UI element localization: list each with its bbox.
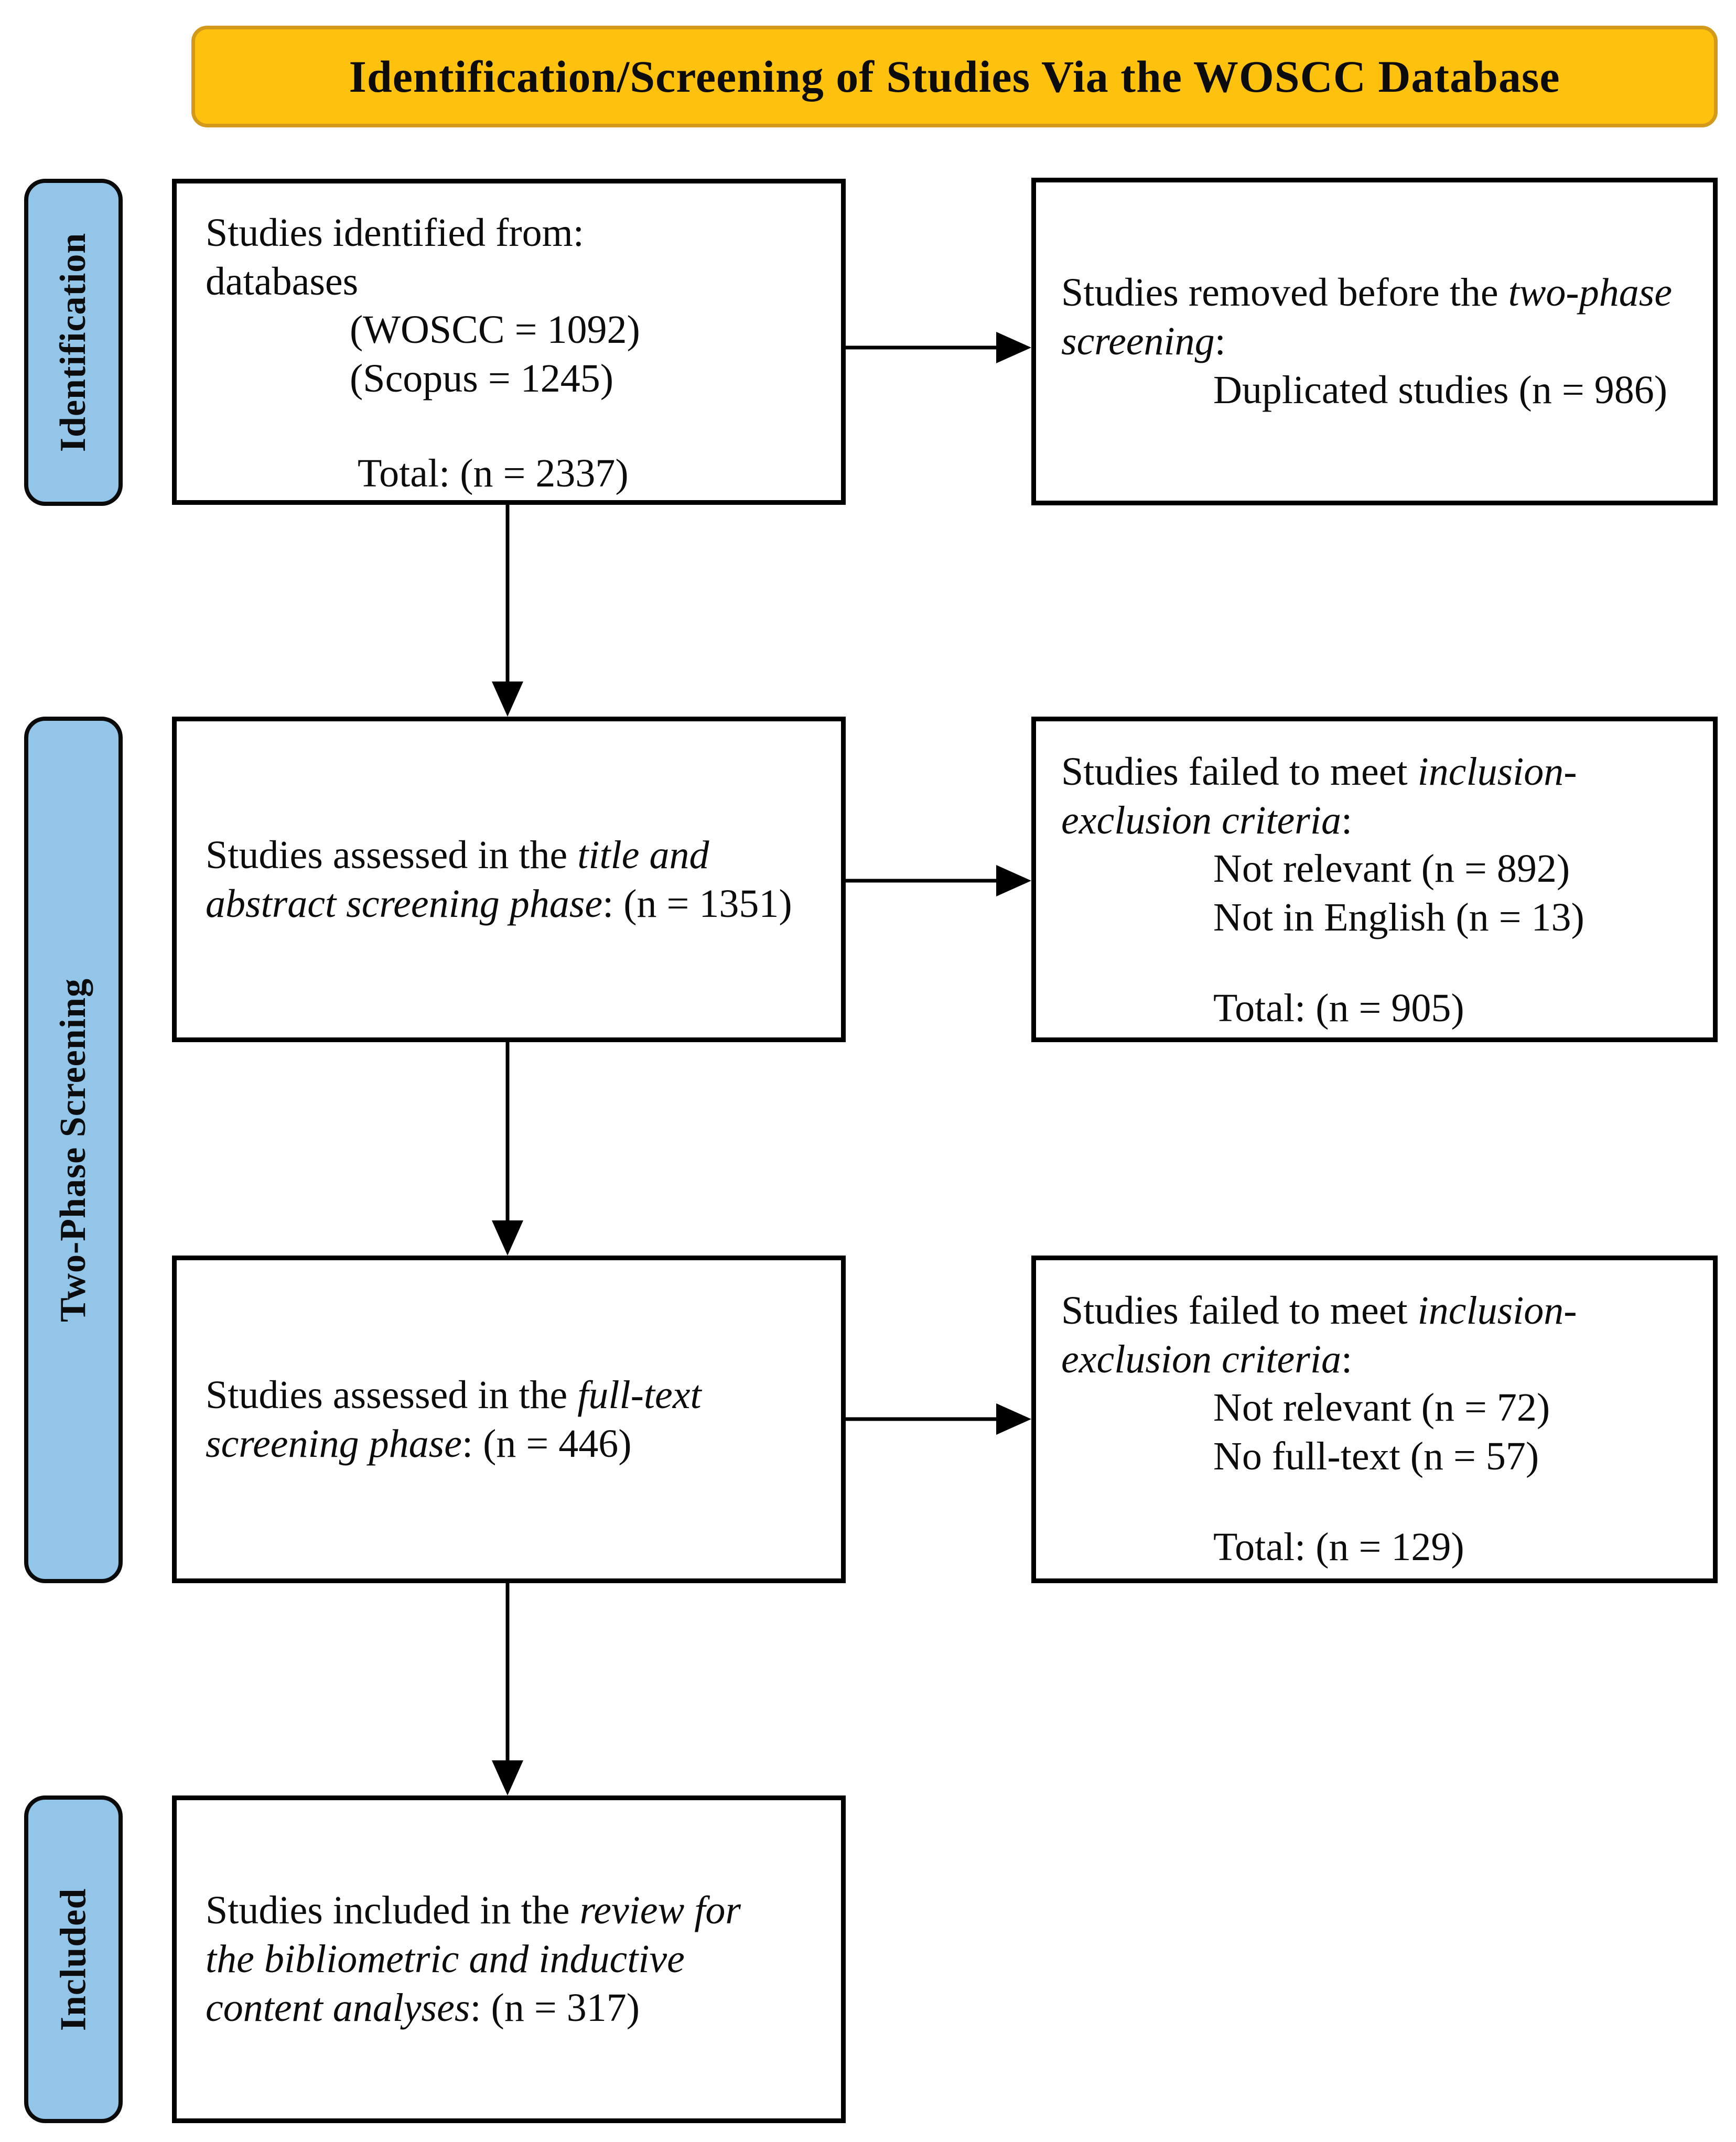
arrow-fulltext-to-included bbox=[492, 1583, 523, 1795]
identified-scopus-count: (Scopus = 1245) bbox=[350, 356, 614, 401]
failed-screening-heading: Studies failed to meet inclusion-exclusi… bbox=[1061, 748, 1692, 845]
fulltext-tail: : (n = 446) bbox=[461, 1421, 632, 1466]
removed-heading: Studies removed before the two-phase scr… bbox=[1061, 268, 1692, 365]
included-text: Studies included in the review for the b… bbox=[206, 1886, 791, 2032]
failed-fulltext-not-relevant: Not relevant (n = 72) bbox=[1213, 1386, 1550, 1430]
included-emphasis: review for the bibliometric and inductiv… bbox=[206, 1888, 741, 2030]
failed-screening-total: Total: (n = 905) bbox=[1213, 986, 1464, 1030]
box-fulltext-screening: Studies assessed in the full-text screen… bbox=[172, 1256, 846, 1583]
stage-label-identification-text: Identification bbox=[53, 232, 94, 452]
failed-screening-emphasis: inclusion-exclusion criteria bbox=[1061, 750, 1577, 842]
box-studies-identified: Studies identified from: databases (WOSC… bbox=[172, 179, 846, 505]
failed-fulltext-total: Total: (n = 129) bbox=[1213, 1524, 1464, 1569]
title-abstract-tail: : (n = 1351) bbox=[602, 881, 792, 926]
removed-heading-emphasis: two-phase screening bbox=[1061, 271, 1673, 364]
arrow-fulltext-to-failed bbox=[846, 1403, 1031, 1435]
arrow-title-abstract-to-fulltext bbox=[492, 1042, 523, 1256]
included-tail: : (n = 317) bbox=[470, 1985, 640, 2030]
failed-screening-lead: Studies failed to meet bbox=[1061, 750, 1418, 794]
stage-label-included-text: Included bbox=[53, 1888, 93, 2031]
fulltext-lead: Studies assessed in the bbox=[206, 1372, 578, 1417]
failed-fulltext-no-fulltext: No full-text (n = 57) bbox=[1213, 1434, 1539, 1479]
arrow-identified-to-title-abstract bbox=[492, 505, 523, 717]
failed-fulltext-lead: Studies failed to meet bbox=[1061, 1289, 1418, 1333]
failed-fulltext-heading: Studies failed to meet inclusion-exclusi… bbox=[1061, 1286, 1692, 1383]
identified-total: Total: (n = 2337) bbox=[358, 451, 629, 495]
box-failed-screening-criteria: Studies failed to meet inclusion-exclusi… bbox=[1031, 717, 1718, 1042]
stage-label-included: Included bbox=[24, 1795, 123, 2123]
removed-duplicates-count: Duplicated studies (n = 986) bbox=[1213, 367, 1668, 412]
removed-heading-lead: Studies removed before the bbox=[1061, 271, 1508, 315]
identified-woscc-count: (WOSCC = 1092) bbox=[350, 308, 640, 352]
fulltext-text: Studies assessed in the full-text screen… bbox=[206, 1371, 817, 1468]
box-failed-fulltext-criteria: Studies failed to meet inclusion-exclusi… bbox=[1031, 1256, 1718, 1583]
included-lead: Studies included in the bbox=[206, 1888, 580, 1933]
identified-line-2: databases bbox=[206, 259, 359, 304]
failed-screening-tail: : bbox=[1341, 798, 1353, 842]
failed-screening-not-relevant: Not relevant (n = 892) bbox=[1213, 847, 1570, 891]
title-abstract-lead: Studies assessed in the bbox=[206, 832, 578, 877]
identified-line-1: Studies identified from: bbox=[206, 211, 584, 255]
title-abstract-text: Studies assessed in the title and abstra… bbox=[206, 831, 817, 928]
box-studies-removed: Studies removed before the two-phase scr… bbox=[1031, 178, 1718, 505]
arrow-title-abstract-to-failed bbox=[846, 865, 1031, 896]
box-title-abstract-screening: Studies assessed in the title and abstra… bbox=[172, 717, 846, 1042]
failed-fulltext-emphasis: inclusion-exclusion criteria bbox=[1061, 1289, 1577, 1381]
stage-label-two-phase-screening: Two-Phase Screening bbox=[24, 717, 123, 1583]
title-abstract-emphasis: title and abstract screening phase bbox=[206, 832, 709, 926]
removed-heading-tail: : bbox=[1214, 319, 1226, 364]
banner: Identification/Screening of Studies Via … bbox=[191, 26, 1718, 127]
banner-title: Identification/Screening of Studies Via … bbox=[349, 51, 1560, 102]
arrow-identified-to-removed bbox=[846, 332, 1031, 363]
stage-label-identification: Identification bbox=[24, 179, 123, 506]
failed-screening-not-english: Not in English (n = 13) bbox=[1213, 895, 1584, 940]
stage-label-two-phase-screening-text: Two-Phase Screening bbox=[53, 978, 94, 1322]
box-studies-included: Studies included in the review for the b… bbox=[172, 1795, 846, 2123]
fulltext-emphasis: full-text screening phase bbox=[206, 1372, 702, 1466]
failed-fulltext-tail: : bbox=[1341, 1337, 1353, 1381]
